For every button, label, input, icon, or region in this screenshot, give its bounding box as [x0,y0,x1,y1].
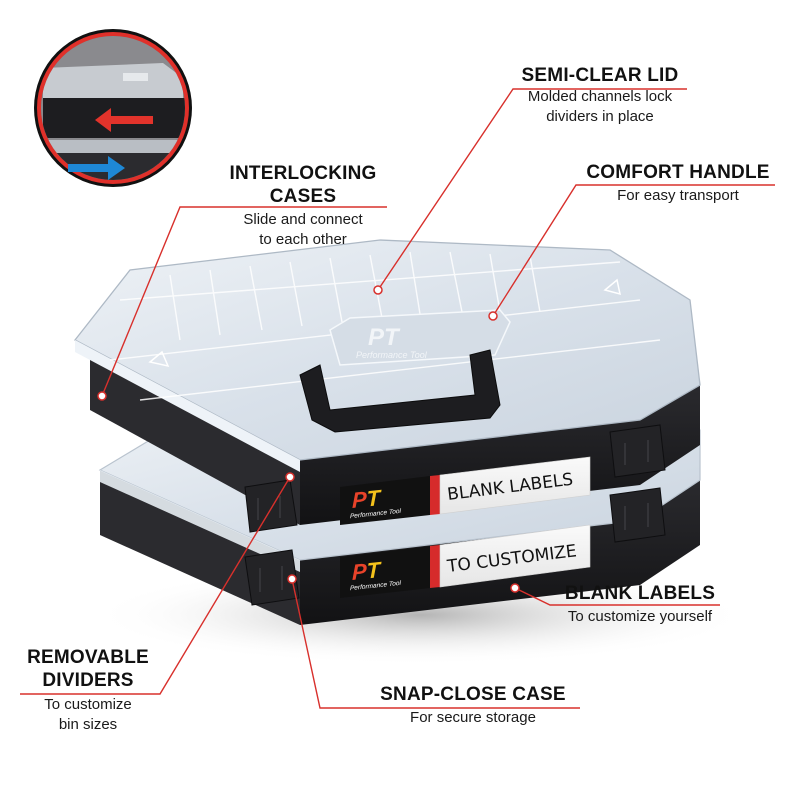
top-label-strip: PT Performance Tool BLANK LABELS [340,456,591,525]
latch-bottom-left[interactable] [244,549,300,606]
lid-brand-name: Performance Tool [356,350,428,360]
callout-lines [20,88,775,709]
latch-bottom-right[interactable] [609,487,666,543]
bottom-pt-logo: PT [352,557,383,585]
callout-title: BLANK LABELS [564,583,716,604]
callout-title: INTERLOCKING [229,163,377,184]
bottom-label-strip: PT Performance Tool TO CUSTOMIZE [340,524,591,598]
callout-title: REMOVABLE [27,647,149,668]
top-pt-logo: PT [352,485,383,513]
callout-blank-labels: BLANK LABELS To customize yourself [550,582,730,627]
arrow-left-icon [95,108,153,132]
callout-desc: To customize [44,696,132,713]
callout-title: COMFORT HANDLE [586,162,770,183]
interlock-inset [34,29,192,187]
arrow-right-icon [68,156,125,180]
callout-removable-dividers: REMOVABLE DIVIDERS To customize bin size… [18,646,158,735]
callout-desc: For easy transport [617,187,739,204]
latch-top-right[interactable] [609,424,666,478]
callout-desc: dividers in place [546,108,654,125]
callout-desc: Slide and connect [243,211,363,228]
latch-top-left[interactable] [244,479,298,533]
callout-comfort-handle: COMFORT HANDLE For easy transport [578,161,778,206]
callout-desc: Molded channels lock [527,88,673,105]
callout-interlocking-cases: INTERLOCKING CASES Slide and connect to … [218,162,388,250]
callout-desc: to each other [259,231,347,248]
callout-desc: bin sizes [58,716,118,733]
callout-desc: For secure storage [410,709,536,726]
callout-points [97,285,520,593]
callout-title: SEMI-CLEAR LID [521,65,679,86]
callout-semi-clear-lid: SEMI-CLEAR LID Molded channels lock divi… [510,64,690,127]
callout-snap-close-case: SNAP-CLOSE CASE For secure storage [373,683,573,728]
comfort-handle[interactable] [299,349,501,433]
callout-desc: To customize yourself [567,608,713,625]
callout-title: CASES [269,186,337,207]
lid-logo: PT [368,324,401,351]
callout-title: SNAP-CLOSE CASE [380,684,566,705]
callout-title: DIVIDERS [42,670,134,691]
